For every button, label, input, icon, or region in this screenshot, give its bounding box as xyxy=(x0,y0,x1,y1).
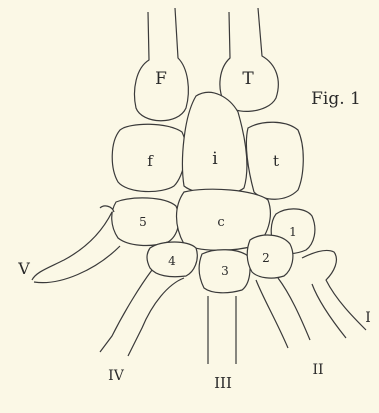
bone-2 xyxy=(247,235,293,278)
digit-label-IV: IV xyxy=(108,368,125,384)
figure-title: Fig. 1 xyxy=(311,89,361,109)
bone-T xyxy=(220,8,278,111)
label-t: t xyxy=(273,152,279,170)
digit-label-II: II xyxy=(312,362,323,378)
label-c: c xyxy=(217,215,224,230)
label-F: F xyxy=(155,69,167,89)
digit-I xyxy=(302,250,366,338)
digit-V xyxy=(32,206,120,283)
digit-IV xyxy=(100,270,184,356)
label-5: 5 xyxy=(139,215,147,229)
digit-II xyxy=(256,278,310,348)
digit-label-V: V xyxy=(17,259,30,278)
bone-F xyxy=(135,8,189,121)
label-2: 2 xyxy=(262,251,270,265)
digit-label-III: III xyxy=(214,374,232,392)
label-4: 4 xyxy=(168,254,176,268)
label-T: T xyxy=(242,69,254,89)
label-i: i xyxy=(212,149,218,169)
label-1: 1 xyxy=(289,225,297,239)
digit-label-I: I xyxy=(365,310,371,326)
digit-III xyxy=(208,296,236,364)
label-3: 3 xyxy=(221,264,229,278)
